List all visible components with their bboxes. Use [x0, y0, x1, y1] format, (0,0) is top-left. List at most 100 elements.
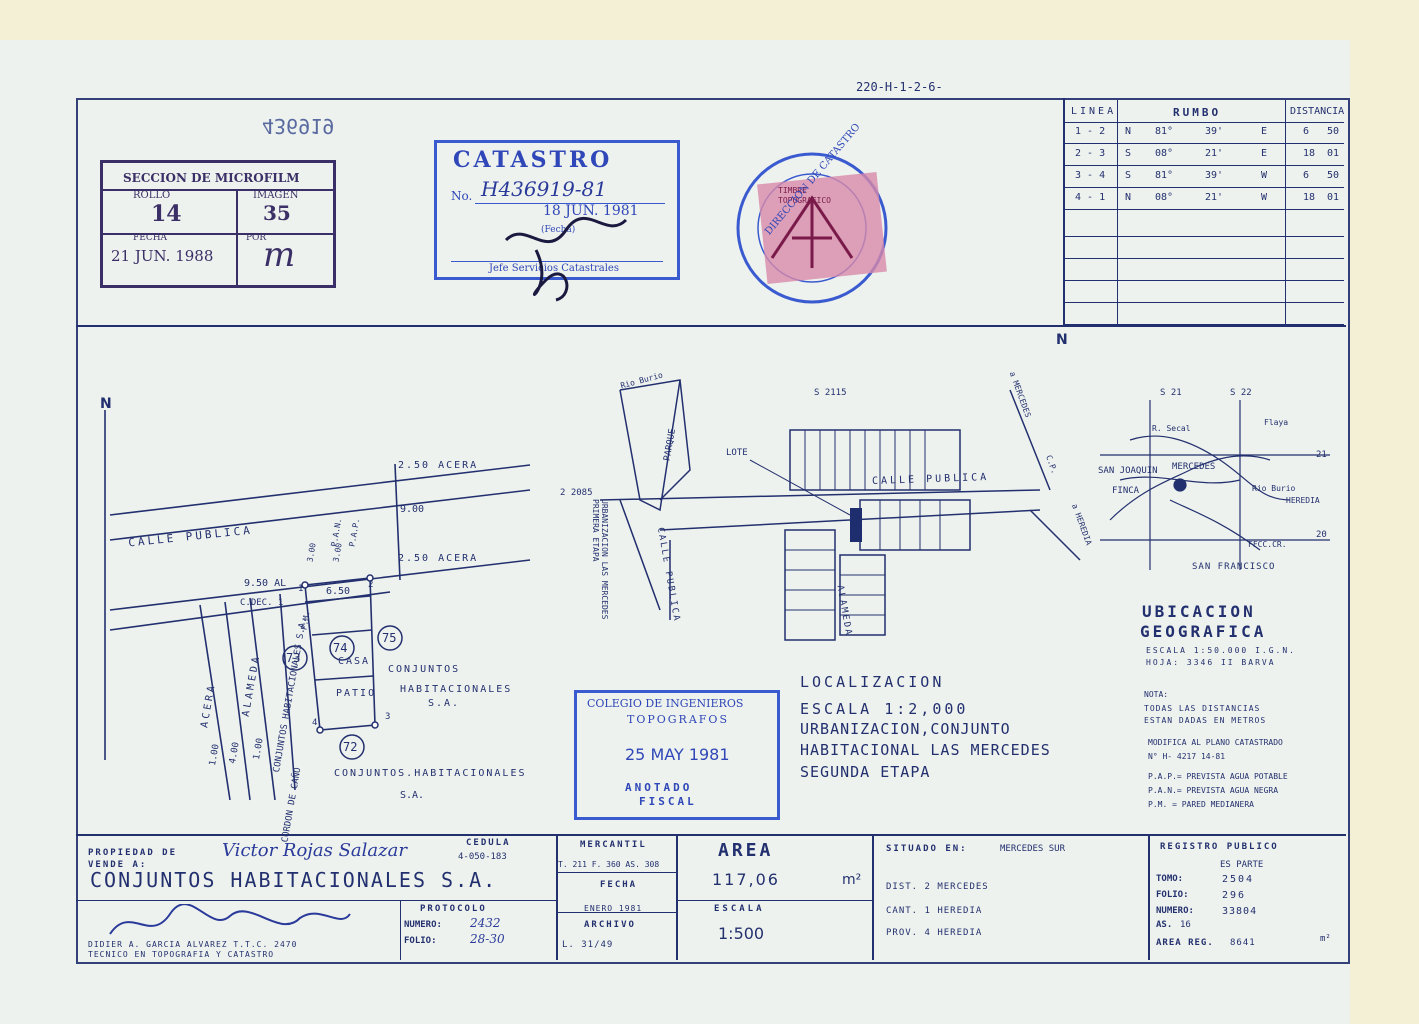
lot-73: 73 — [286, 651, 301, 665]
lot-75: 75 — [382, 631, 397, 645]
ub-n21: 21 — [1316, 450, 1327, 460]
catastro-sig-line — [451, 261, 663, 262]
nota-label: NOTA: — [1144, 690, 1169, 699]
localizacion-desc-2: HABITACIONAL LAS MERCEDES — [800, 741, 1051, 759]
propiedad-label: PROPIEDAD DE — [88, 848, 178, 858]
microfilm-rule-2 — [103, 233, 333, 235]
colegio-stamp: COLEGIO DE INGENIEROS TOPOGRAFOS 25 MAY … — [574, 690, 780, 820]
ub-mercedes: MERCEDES — [1172, 462, 1216, 472]
ub-s21: S 21 — [1160, 388, 1182, 398]
rumbo-row-deg: 81° — [1155, 170, 1174, 181]
rumbo-row-dist-m: 6 — [1303, 170, 1310, 181]
localizacion-map — [599, 379, 1081, 641]
s2115-label: S 2115 — [814, 388, 847, 398]
microfilm-vrule — [236, 189, 238, 285]
legend-pan: P.A.N.= PREVISTA AGUA NEGRA — [1148, 786, 1279, 795]
rumbo-row-linea: 2 - 3 — [1075, 148, 1106, 159]
as-value: 16 — [1180, 920, 1191, 930]
ub-s22: S 22 — [1230, 388, 1252, 398]
fecha-tb-value: ENERO 1981 — [584, 904, 643, 913]
conj-right-3: S.A. — [428, 698, 461, 709]
rumbo-row-min: 21' — [1205, 148, 1224, 159]
folio-label: FOLIO: — [404, 936, 437, 946]
fecha-label: FECHA — [133, 233, 168, 243]
rumbo-row-ew: E — [1261, 148, 1268, 159]
rumbo-row-dist-cm: 50 — [1327, 126, 1340, 137]
colegio-line-3: ANOTADO — [625, 781, 693, 794]
fecha-tb-label: FECHA — [600, 880, 638, 890]
surveyor-title: TECNICO EN TOPOGRAFIA Y CATASTRO — [88, 950, 275, 959]
archivo-label: ARCHIVO — [584, 920, 636, 930]
as-label: AS. — [1156, 920, 1173, 930]
folio-rp-label: FOLIO: — [1156, 890, 1189, 900]
ub-ffcc: FFCC.CR. — [1248, 540, 1287, 549]
dim-9-50: 9.50 AL — [244, 578, 287, 589]
tb-v2 — [676, 834, 678, 960]
titleblock-divider — [76, 834, 1346, 836]
microfilm-stamp: SECCION DE MICROFILM ROLLO 14 IMAGEN 35 … — [100, 160, 336, 288]
numero-value: 2432 — [470, 916, 501, 930]
rumbo-row-deg: 08° — [1155, 148, 1174, 159]
protocolo-label: PROTOCOLO — [420, 904, 487, 914]
drawing-frame — [76, 98, 1350, 964]
rumbo-row-rule — [1065, 209, 1344, 210]
por-label: POR — [246, 233, 267, 243]
header-code: 220-H-1-2-6- — [856, 80, 943, 94]
area-reg-label: AREA REG. — [1156, 938, 1214, 948]
vende-label: VENDE A: — [88, 860, 148, 870]
dim-6-50: 6.50 — [326, 586, 351, 597]
ub-san-joaquin: SAN JOAQUIN — [1098, 466, 1158, 476]
rumbo-header-linea: LINEA — [1071, 106, 1117, 117]
ubicacion-title-2: GEOGRAFICA — [1140, 622, 1267, 641]
registro-label: REGISTRO PUBLICO — [1160, 842, 1279, 852]
area-reg-value: 8641 — [1230, 938, 1256, 948]
lote-label: LOTE — [726, 448, 748, 458]
es-parte: ES PARTE — [1220, 860, 1264, 870]
rollo-value: 14 — [151, 201, 182, 227]
c-dec-label: C.DEC. 1 — [240, 598, 284, 608]
rumbo-row-min: 39' — [1205, 170, 1224, 181]
colegio-date: 25 MAY 1981 — [625, 745, 730, 764]
ubicacion-title-1: UBICACION — [1142, 602, 1256, 621]
situado-value: MERCEDES SUR — [1000, 844, 1066, 854]
catastro-date: 18 JUN. 1981 — [543, 203, 639, 219]
rumbo-row-dist-cm: 01 — [1327, 148, 1340, 159]
rumbo-row-dist-m: 6 — [1303, 126, 1310, 137]
tb-h-area — [676, 900, 872, 901]
situado-label: SITUADO EN: — [886, 844, 968, 854]
catastro-title: CATASTRO — [453, 147, 613, 173]
rumbo-row-ns: S — [1125, 170, 1132, 181]
rumbo-empty-rule — [1065, 258, 1344, 259]
cedula-value: 4-050-183 — [458, 852, 507, 862]
conj-bottom: CONJUNTOS.HABITACIONALES — [334, 768, 527, 779]
mercantil-label: MERCANTIL — [580, 840, 647, 850]
ub-r-secal: R. Secal — [1152, 424, 1191, 433]
rumbo-row-min: 21' — [1205, 192, 1224, 203]
mirrored-stamp-number: 436919 — [262, 114, 335, 138]
colegio-line-1: COLEGIO DE INGENIEROS — [587, 697, 744, 710]
rumbo-row-dist-m: 18 — [1303, 148, 1316, 159]
numero-rp-value: 33804 — [1222, 906, 1258, 917]
legend-pap: P.A.P.= PREVISTA AGUA POTABLE — [1148, 772, 1288, 781]
conj-right-1: CONJUNTOS — [388, 664, 461, 675]
rumbo-divider — [1063, 98, 1065, 326]
tb-v3 — [872, 834, 874, 960]
provincia: PROV. 4 HEREDIA — [886, 928, 983, 938]
rumbo-row-ns: S — [1125, 148, 1132, 159]
owner-name: Victor Rojas Salazar — [222, 840, 407, 861]
lot-74: 74 — [333, 641, 348, 655]
area-reg-unit: m² — [1320, 934, 1331, 944]
rumbo-row-deg: 08° — [1155, 192, 1174, 203]
canton: CANT. 1 HEREDIA — [886, 906, 983, 916]
microfilm-rule — [103, 189, 333, 191]
acera-mid-label: 2.50 ACERA — [398, 553, 479, 564]
localizacion-desc-3: SEGUNDA ETAPA — [800, 763, 931, 781]
localizacion-escala: ESCALA 1:2,000 — [800, 700, 969, 718]
localizacion-title: LOCALIZACION — [800, 673, 945, 691]
cedula-label: CEDULA — [466, 838, 511, 848]
pt-1: 1 — [298, 584, 304, 594]
rumbo-row-ew: E — [1261, 126, 1268, 137]
timbre-seal — [736, 152, 888, 304]
catastro-no-label: No. — [451, 189, 473, 203]
